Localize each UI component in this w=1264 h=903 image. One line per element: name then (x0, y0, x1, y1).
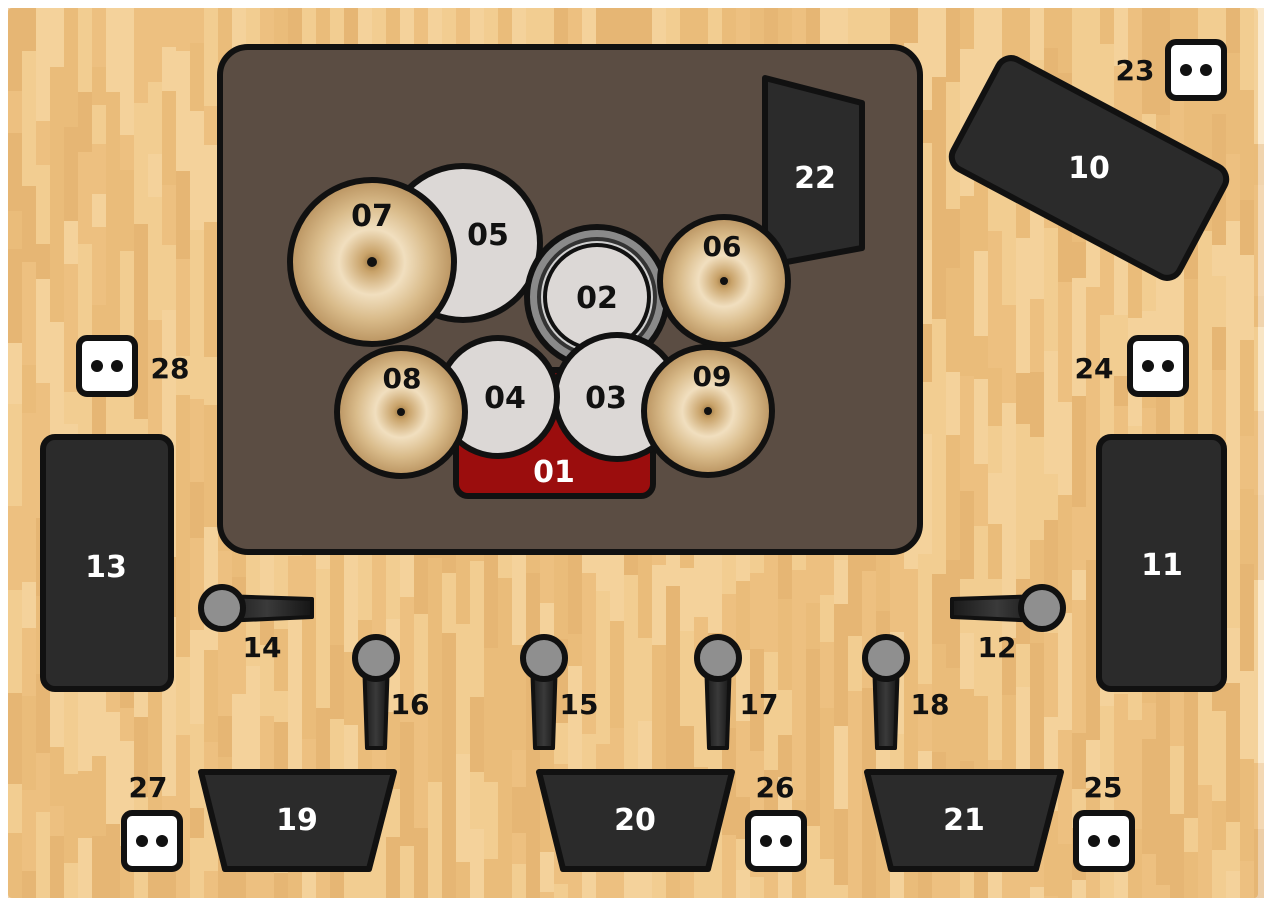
mic-14-label: 14 (243, 631, 282, 664)
floor-tom-05-label: 05 (467, 218, 509, 253)
mic-16-label: 16 (391, 688, 430, 721)
monitor-21[interactable]: 21 (867, 772, 1061, 869)
cymbal-08[interactable]: 08 (337, 348, 465, 476)
cymbal-08-label: 08 (383, 362, 422, 395)
monitor-21-label: 21 (943, 803, 985, 838)
mic-15-label: 15 (560, 688, 599, 721)
cabinet-11-label: 11 (1141, 548, 1183, 583)
cymbal-09[interactable]: 09 (644, 347, 772, 475)
box-25-label: 25 (1084, 771, 1123, 804)
cymbal-07[interactable]: 07 (290, 180, 454, 344)
cymbal-06[interactable]: 06 (660, 217, 788, 345)
kick-drum-01-label: 01 (533, 455, 575, 490)
cymbal-09-label: 09 (693, 360, 732, 393)
amp-22-label: 22 (794, 161, 836, 196)
keyboard-10-label: 10 (1068, 151, 1110, 186)
tom-04-label: 04 (484, 381, 526, 416)
cabinet-13-label: 13 (85, 550, 127, 585)
tom-03-label: 03 (585, 381, 627, 416)
cabinet-13[interactable]: 13 (43, 437, 171, 689)
box-24-label: 24 (1075, 352, 1114, 385)
box-28-label: 28 (151, 352, 190, 385)
cymbal-07-label: 07 (351, 199, 393, 234)
mic-18-label: 18 (911, 688, 950, 721)
cymbal-06-label: 06 (703, 230, 742, 263)
box-26-label: 26 (756, 771, 795, 804)
monitor-20[interactable]: 20 (539, 772, 732, 869)
snare-02-label: 02 (576, 281, 618, 316)
mic-12-label: 12 (978, 631, 1017, 664)
box-23-label: 23 (1116, 54, 1155, 87)
monitor-19-label: 19 (276, 803, 318, 838)
box-27-label: 27 (129, 771, 168, 804)
amp-22[interactable]: 22 (765, 78, 862, 266)
monitor-20-label: 20 (614, 803, 656, 838)
monitor-19[interactable]: 19 (201, 772, 394, 869)
cabinet-11[interactable]: 11 (1099, 437, 1224, 689)
mic-17-label: 17 (740, 688, 779, 721)
